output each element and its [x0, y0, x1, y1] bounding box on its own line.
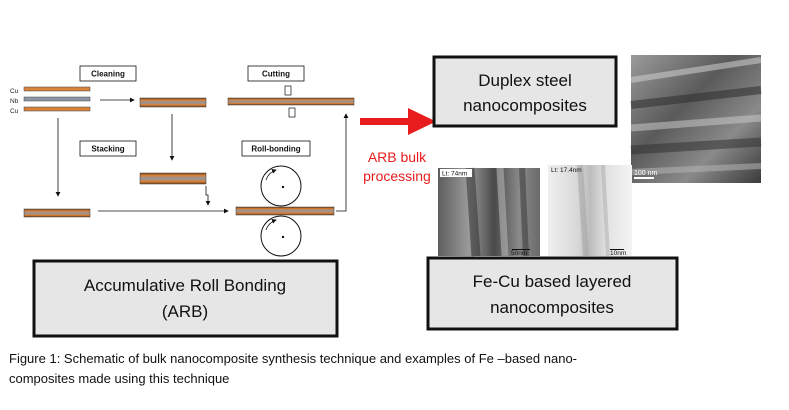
arb-processing-arrow — [360, 108, 436, 135]
svg-text:nanocomposites: nanocomposites — [463, 96, 587, 115]
stacked-pair — [139, 172, 207, 185]
fecu-micrograph-1: Lt: 74nm 50nm — [438, 167, 540, 257]
svg-text:nanocomposites: nanocomposites — [490, 298, 614, 317]
roll-bonded-sheet — [235, 206, 335, 216]
duplex-steel-box: Duplex steel nanocomposites — [432, 55, 618, 128]
roller-top-icon — [260, 165, 302, 207]
figure-caption: Figure 1: Schematic of bulk nanocomposit… — [9, 351, 577, 386]
svg-text:Cu: Cu — [10, 88, 19, 95]
svg-text:Lt: 17.4nm: Lt: 17.4nm — [551, 167, 582, 174]
arb-processing-label: ARB bulk processing — [363, 149, 431, 184]
svg-text:Fe-Cu based layered: Fe-Cu based layered — [473, 272, 632, 291]
arb-title-box: Accumulative Roll Bonding (ARB) — [32, 259, 339, 338]
svg-text:Figure 1: Schematic of bulk na: Figure 1: Schematic of bulk nanocomposit… — [9, 351, 577, 366]
duplex-micrograph: 100 nm — [630, 55, 762, 183]
svg-text:processing: processing — [363, 168, 431, 184]
svg-text:Duplex steel: Duplex steel — [478, 71, 572, 90]
bonded-stack-cut — [227, 97, 355, 106]
svg-text:Stacking: Stacking — [91, 145, 124, 154]
svg-text:composites made using this tec: composites made using this technique — [9, 371, 229, 386]
svg-text:Cleaning: Cleaning — [91, 70, 125, 79]
layer-labels: Cu Nb Cu — [10, 88, 19, 115]
svg-text:10nm: 10nm — [610, 250, 626, 257]
svg-text:Lt: 74nm: Lt: 74nm — [442, 171, 467, 178]
step-cleaning-label: Cleaning — [79, 65, 137, 82]
process-arrows — [55, 97, 349, 214]
roller-bottom-icon — [260, 215, 302, 257]
svg-text:Nb: Nb — [10, 98, 19, 105]
step-cutting-label: Cutting — [247, 65, 305, 82]
svg-text:Cutting: Cutting — [262, 70, 290, 79]
cutting-blades — [284, 85, 296, 118]
svg-text:ARB bulk: ARB bulk — [368, 149, 427, 165]
bonded-stack-top — [139, 97, 207, 108]
stacked-left — [23, 208, 91, 218]
fecu-box: Fe-Cu based layered nanocomposites — [426, 256, 679, 331]
separate-sheets — [23, 86, 91, 112]
svg-text:Accumulative Roll Bonding: Accumulative Roll Bonding — [84, 276, 286, 295]
svg-text:100 nm: 100 nm — [634, 170, 658, 177]
step-roll-bonding-label: Roll-bonding — [241, 140, 311, 157]
svg-text:Cu: Cu — [10, 108, 19, 115]
svg-text:(ARB): (ARB) — [162, 302, 208, 321]
fecu-micrograph-2: Lt: 17.4nm 10nm — [548, 164, 632, 257]
svg-text:Roll-bonding: Roll-bonding — [251, 145, 300, 154]
svg-text:50nm: 50nm — [511, 250, 527, 257]
step-stacking-label: Stacking — [79, 140, 137, 157]
